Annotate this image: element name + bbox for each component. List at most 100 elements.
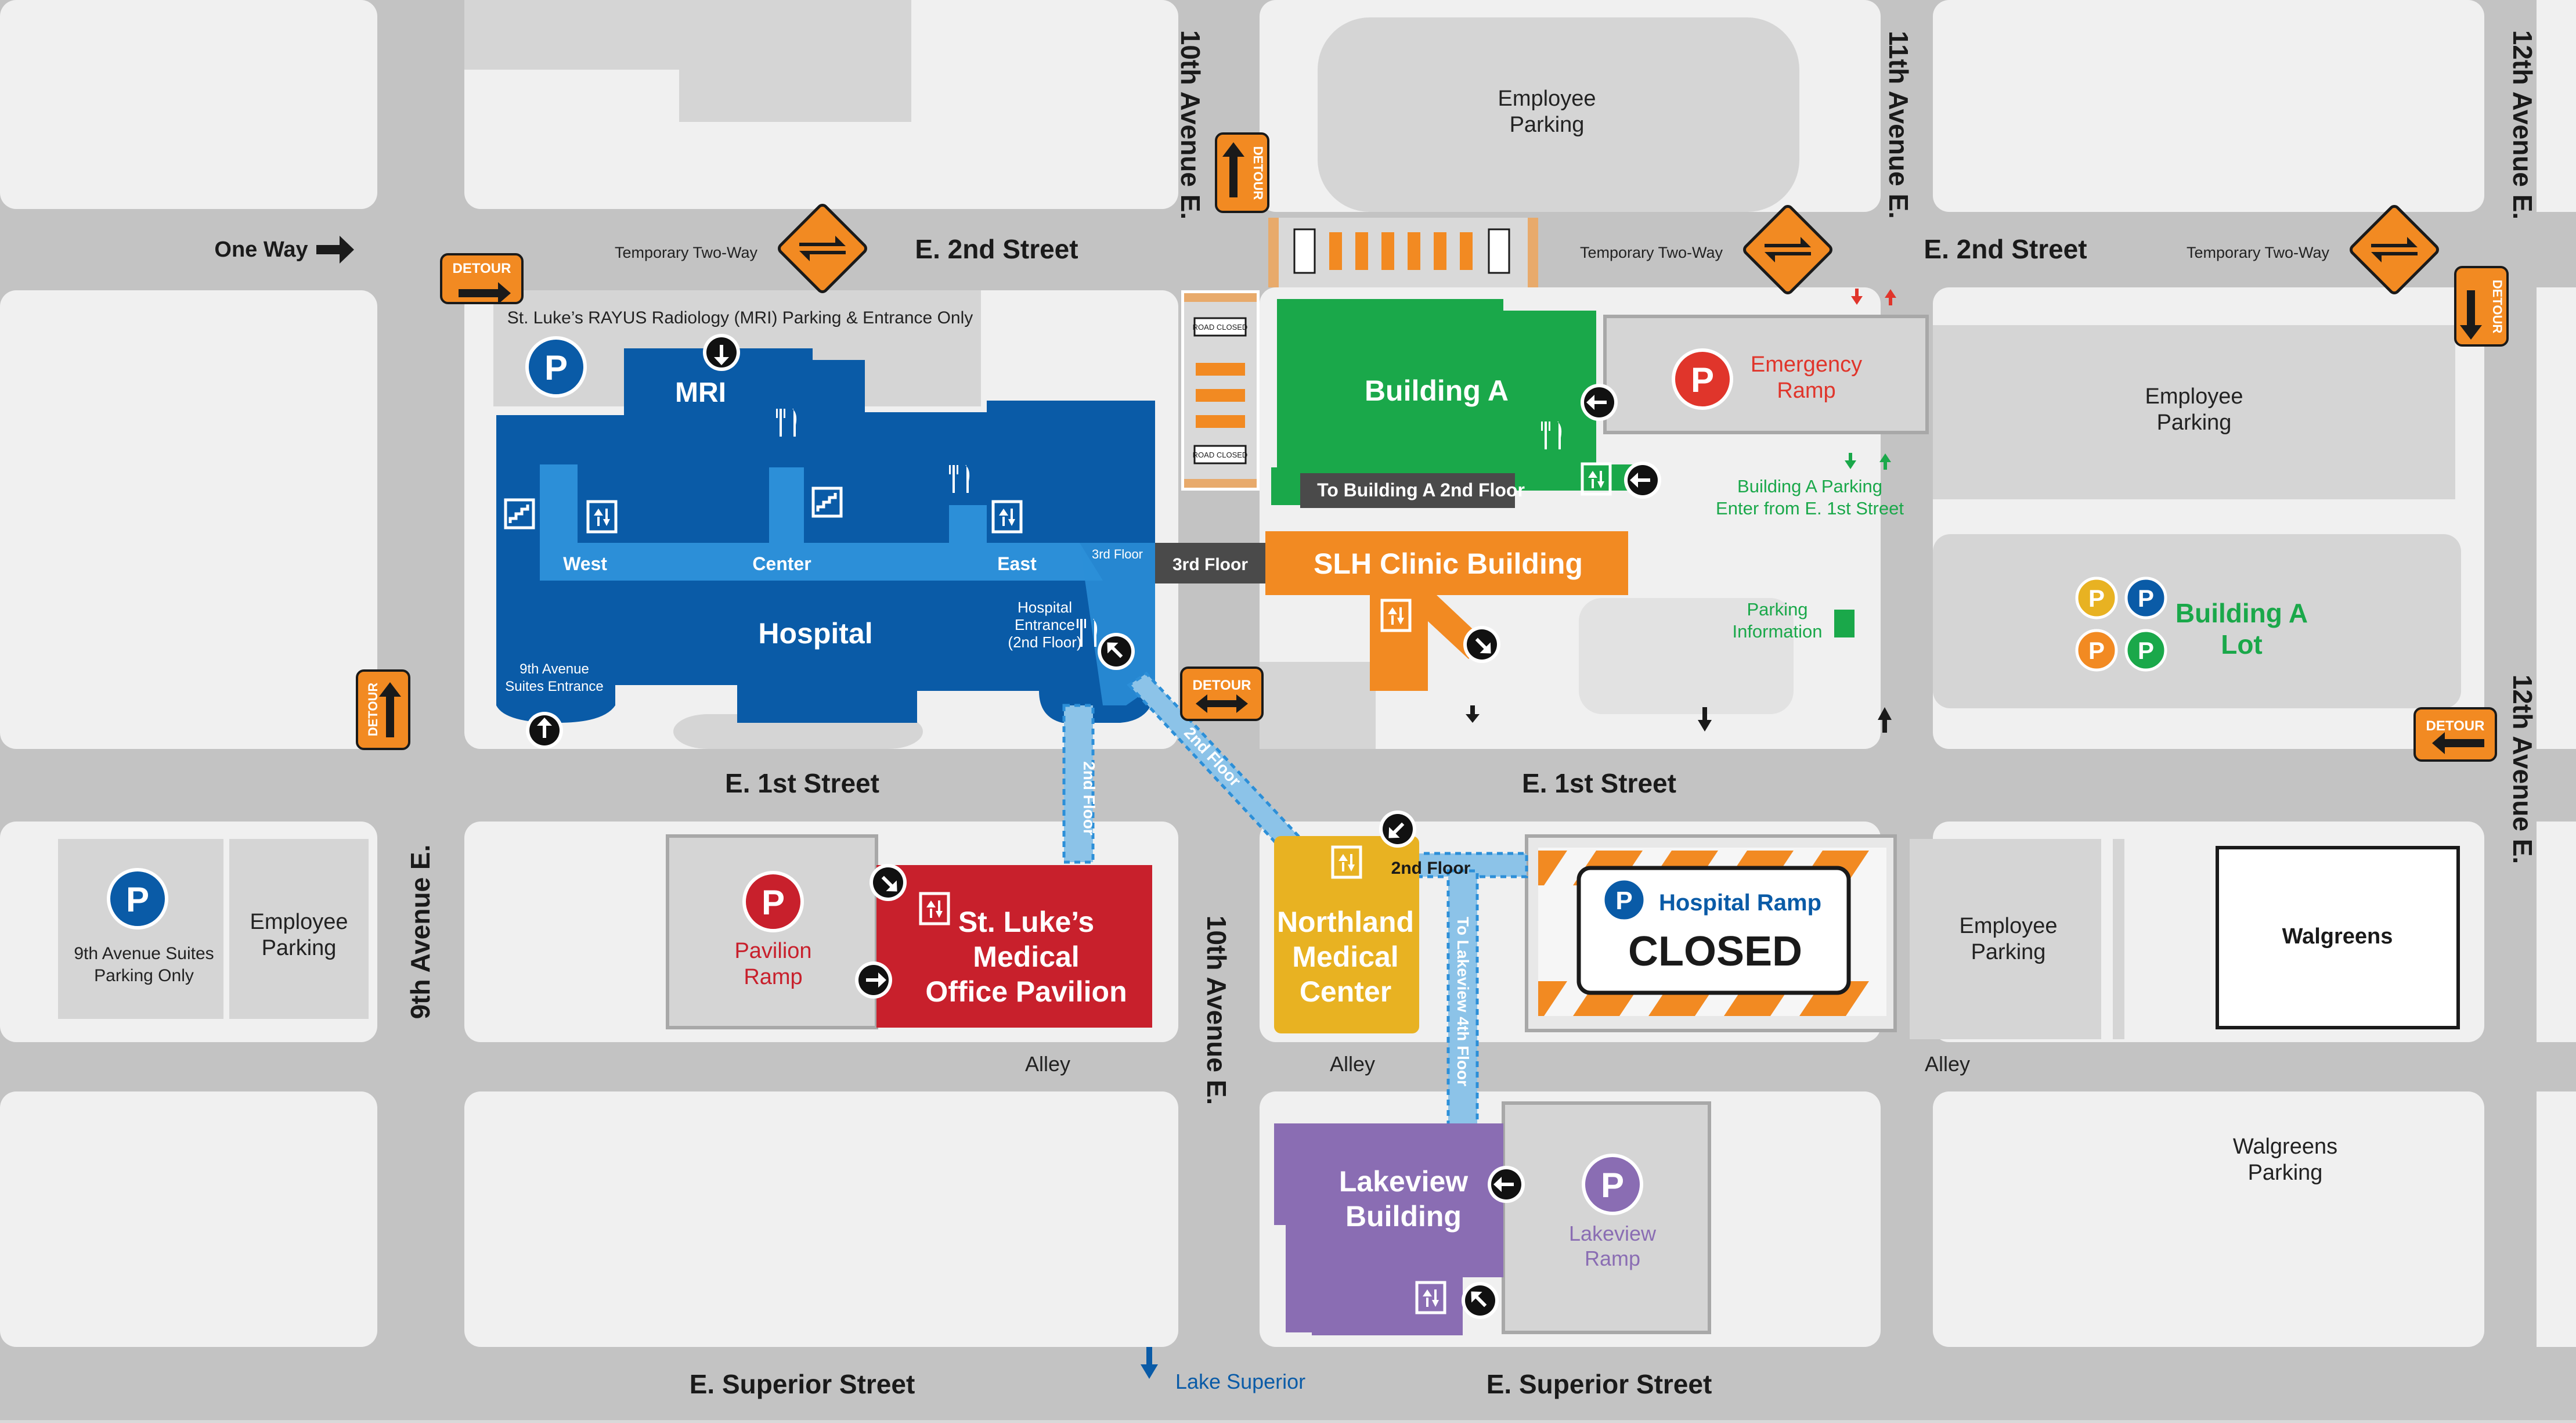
detour-label-10th-north: DETOUR (1251, 146, 1265, 200)
detour-sign-1st-st (1180, 667, 1264, 721)
p-letter-lot-4: P (2138, 637, 2154, 664)
wing-label-west: West (563, 553, 607, 574)
p-letter-lot-1: P (2088, 585, 2105, 612)
hospital-entrance-line3: (2nd Floor) (1008, 633, 1081, 651)
detour-label-12th-south: DETOUR (2426, 718, 2485, 734)
detour-sign-west-2nd (440, 253, 524, 304)
lakeview-ramp-line2: Ramp (1585, 1247, 1640, 1270)
mri-label: MRI (675, 377, 726, 408)
walgreens-building (2216, 846, 2460, 1029)
detour-sign-12th-north (2454, 266, 2509, 347)
employee-parking-top-line1: Employee (1498, 87, 1596, 111)
closed-label: CLOSED (1628, 928, 1802, 975)
emergency-ramp-line2: Ramp (1777, 379, 1835, 403)
pavilion-label-line3: Office Pavilion (925, 975, 1127, 1008)
suites-entrance-line2: Suites Entrance (505, 679, 603, 694)
employee-parking-west-line2: Parking (262, 936, 337, 960)
detour-label-west-2nd: DETOUR (453, 261, 511, 276)
suites-entrance-line1: 9th Avenue (519, 661, 589, 677)
detour-label-9th-ave: DETOUR (366, 683, 380, 737)
street-label-12th-ave-north: 12th Avenue E. (2508, 30, 2538, 219)
lakeview-ramp-line1: Lakeview (1569, 1222, 1657, 1245)
hospital-entrance-line1: Hospital (1018, 599, 1072, 616)
lakeview-label-line2: Building (1345, 1200, 1462, 1233)
suites-parking-line2: Parking Only (94, 966, 194, 985)
hospital-entrance-line2: Entrance (1015, 616, 1075, 633)
p-letter-rayus: P (544, 348, 568, 387)
building-a-label: Building A (1365, 374, 1509, 407)
p-circle-lakeview (1582, 1154, 1643, 1215)
pavilion-label-line1: St. Luke’s (958, 906, 1094, 938)
building-a-lot-line1: Building A (2175, 598, 2308, 628)
temporary-two-way-label-1: Temporary Two-Way (615, 244, 758, 261)
hospital-ramp-label: Hospital Ramp (1659, 890, 1821, 916)
street-label-e1st-east: E. 1st Street (1522, 768, 1676, 798)
street-label-e1st-west: E. 1st Street (725, 768, 879, 798)
street-label-superior-east: E. Superior Street (1487, 1369, 1712, 1399)
detour-sign-12th-south (2413, 707, 2497, 762)
pavilion-ramp-line2: Ramp (744, 965, 802, 989)
northland-label-line2: Medical (1292, 941, 1398, 973)
hospital-building (496, 348, 1155, 723)
skywalk-label-to-lakeview: To Lakeview 4th Floor (1454, 917, 1472, 1086)
p-circle-pavilion (742, 871, 804, 932)
p-letter-emergency: P (1691, 361, 1714, 399)
street-label-10th-ave-south: 10th Avenue E. (1202, 916, 1232, 1105)
northland-building (1274, 836, 1419, 1033)
hospital-label: Hospital (758, 617, 872, 650)
northland-label-line3: Center (1300, 975, 1391, 1008)
employee-parking-west-line1: Employee (250, 910, 348, 934)
third-floor-small-label: 3rd Floor (1092, 547, 1143, 561)
road-closed-label-1: ROAD CLOSED (1193, 323, 1248, 332)
emergency-ramp (1603, 315, 1929, 434)
employee-parking-east-line2: Parking (2157, 410, 2232, 435)
slh-clinic-building (1265, 531, 1628, 691)
p-letter-lot-2: P (2138, 585, 2154, 612)
direction-arrows (1141, 289, 1896, 1379)
employee-parking-east-line1: Employee (2145, 384, 2243, 409)
detour-sign-10th-north (1215, 132, 1269, 213)
temporary-two-way-label-3: Temporary Two-Way (2187, 244, 2330, 261)
street-label-e2nd-east: E. 2nd Street (1924, 234, 2087, 264)
p-letter-lot-3: P (2088, 637, 2105, 664)
alley-label-2: Alley (1330, 1052, 1375, 1076)
rayus-parking-label: St. Luke’s RAYUS Radiology (MRI) Parking… (507, 308, 973, 327)
temporary-two-way-label-2: Temporary Two-Way (1580, 244, 1723, 261)
emergency-ramp-line1: Emergency (1751, 352, 1862, 377)
parking-info-line1: Parking (1747, 599, 1807, 619)
p-circles-building-a-lot (2075, 577, 2167, 672)
alley-label-1: Alley (1025, 1052, 1070, 1076)
one-way-arrow-icon (316, 236, 354, 264)
parking-info-marker (1834, 610, 1855, 637)
street-label-superior-west: E. Superior Street (690, 1369, 915, 1399)
p-letter-suites: P (126, 880, 149, 919)
northland-label-line1: Northland (1277, 906, 1414, 938)
walgreens-label: Walgreens (2282, 924, 2393, 949)
skywalk-label-2nd-floor-a: 2nd Floor (1080, 761, 1098, 835)
road-closed-label-2: ROAD CLOSED (1193, 451, 1248, 459)
wing-label-center: Center (752, 553, 811, 574)
employee-parking-top-line2: Parking (1510, 113, 1585, 137)
building-a-lot-line2: Lot (2221, 629, 2263, 660)
street-label-9th-ave: 9th Avenue E. (405, 845, 435, 1019)
parking-info-line2: Information (1732, 621, 1822, 642)
to-building-a-label: To Building A 2nd Floor (1317, 480, 1525, 500)
lakeview-ramp (1502, 1101, 1711, 1334)
detour-label-12th-north: DETOUR (2490, 280, 2505, 334)
road-closure-2nd-street (1268, 218, 1538, 287)
slh-clinic-label: SLH Clinic Building (1314, 547, 1583, 580)
skywalk-label-2nd-floor-c: 2nd Floor (1391, 859, 1471, 878)
third-floor-bridge-label: 3rd Floor (1172, 555, 1248, 574)
street-label-e2nd-west: E. 2nd Street (915, 234, 1078, 264)
p-letter-pavilion: P (762, 883, 785, 922)
skywalks (1062, 671, 1528, 1128)
building-a-parking-line1: Building A Parking (1737, 476, 1882, 496)
pavilion-ramp-line1: Pavilion (734, 939, 811, 963)
p-letter-hospital-ramp: P (1615, 887, 1632, 915)
p-letter-lakeview: P (1601, 1166, 1624, 1205)
employee-parking-south-line2: Parking (1971, 940, 2046, 964)
street-label-11th-ave: 11th Avenue E. (1884, 31, 1914, 219)
employee-parking-south-line1: Employee (1960, 914, 2058, 938)
wing-label-east: East (997, 553, 1037, 574)
